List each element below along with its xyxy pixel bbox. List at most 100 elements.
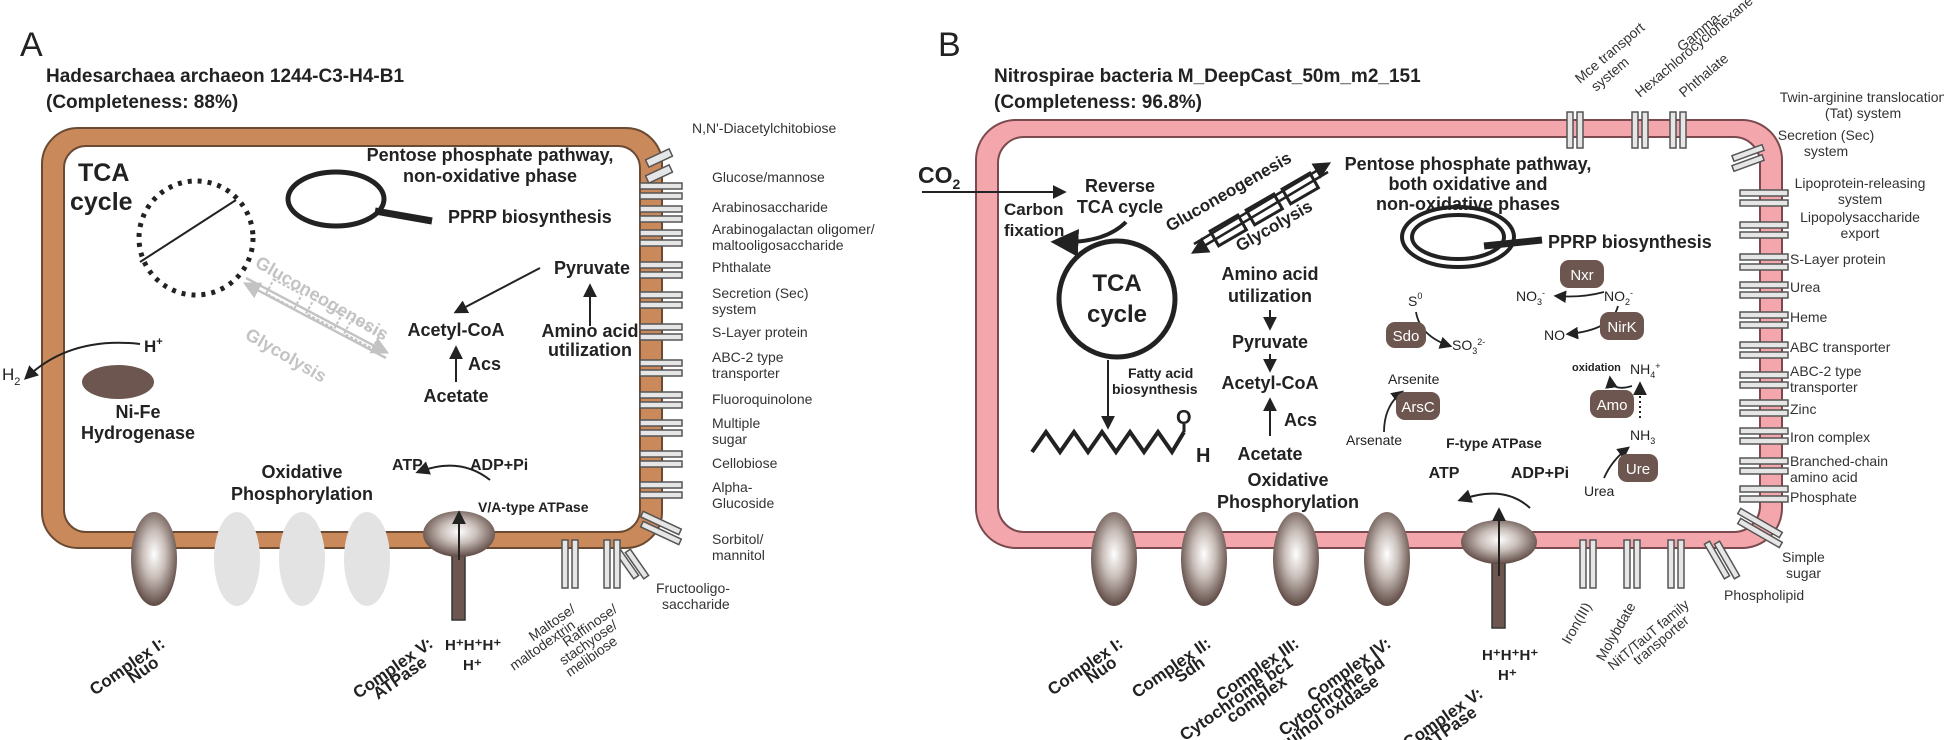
fatty-acid-label-b: Fatty acid <box>1128 365 1193 381</box>
panel-b-letter: B <box>938 26 961 64</box>
complex-grey-2-a <box>279 512 325 606</box>
oxphos-label-b: Oxidative <box>1247 470 1328 490</box>
carbon-fixation-label-b-2: fixation <box>1004 221 1064 240</box>
amo-label: Amo <box>1597 397 1628 414</box>
complex-ii-b <box>1181 512 1227 606</box>
svg-text:Secretion (Sec): Secretion (Sec) <box>712 285 808 301</box>
arsenate-label: Arsenate <box>1346 432 1402 448</box>
amino-acid-label-a: Amino acid <box>541 321 638 341</box>
proton-single-a: H⁺ <box>463 657 482 674</box>
rtca-label-b: Reverse <box>1085 176 1155 196</box>
svg-text:Iron complex: Iron complex <box>1790 429 1870 445</box>
glycolysis-b <box>1190 162 1332 254</box>
svg-text:Heme: Heme <box>1790 309 1828 325</box>
acetyl-coa-label-a: Acetyl-CoA <box>407 320 504 340</box>
right-transporter-labels-b: Twin-arginine translocation (Tat) system… <box>1724 89 1944 603</box>
adp-label-a: ADP+Pi <box>470 457 528 474</box>
svg-text:system: system <box>1804 143 1848 159</box>
pyruvate-label-a: Pyruvate <box>554 258 630 278</box>
svg-text:Arabinogalactan oligomer/: Arabinogalactan oligomer/ <box>712 221 875 237</box>
amino-acid-label-a-2: utilization <box>548 340 632 360</box>
svg-text:S-Layer protein: S-Layer protein <box>1790 251 1886 267</box>
svg-text:system: system <box>712 301 756 317</box>
ftype-label-b: F-type ATPase <box>1446 435 1542 451</box>
right-transporters-a <box>614 147 683 580</box>
svg-text:saccharide: saccharide <box>662 596 730 612</box>
panel-b: B Nitrospirae bacteria M_DeepCast_50m_m2… <box>918 0 1944 740</box>
no-label: NO <box>1544 327 1565 343</box>
amino-acid-label-b: Amino acid <box>1221 264 1318 284</box>
tca-label-a: TCA <box>78 159 129 187</box>
svg-text:Glucoside: Glucoside <box>712 495 774 511</box>
svg-text:Phthalate: Phthalate <box>712 259 771 275</box>
no2-label: NO2- <box>1604 288 1633 307</box>
svg-text:Lipopolysaccharide: Lipopolysaccharide <box>1800 209 1920 225</box>
sdo-enzyme <box>1386 322 1426 348</box>
svg-text:Simple: Simple <box>1782 549 1825 565</box>
atpase-type-label-a: V/A-type ATPase <box>478 499 589 515</box>
panel-a: A Hadesarchaea archaeon 1244-C3-H4-B1 (C… <box>2 26 875 703</box>
tca-cycle-a <box>136 178 256 298</box>
ppp-label-a-2: non-oxidative phase <box>403 166 577 186</box>
ure-enzyme <box>1618 454 1658 482</box>
ppp-label-a: Pentose phosphate pathway, <box>367 145 614 165</box>
tca-cycle-b <box>1056 238 1178 360</box>
no3-label: NO3- <box>1516 288 1545 307</box>
h-plus-label-a: H+ <box>144 336 163 356</box>
acs-label-a: Acs <box>468 354 501 374</box>
svg-text:sugar: sugar <box>1786 565 1821 581</box>
ppp-label-b-3: non-oxidative phases <box>1376 194 1560 214</box>
complex-grey-1-a <box>214 512 260 606</box>
h2-label-a: H2 <box>2 365 20 388</box>
complex-grey-3-a <box>344 512 390 606</box>
panel-a-title: Hadesarchaea archaeon 1244-C3-H4-B1 <box>46 66 404 87</box>
top-transporters-b <box>1566 111 1687 149</box>
svg-text:export: export <box>1841 225 1880 241</box>
hydrogenase-label-a-2: Hydrogenase <box>81 423 195 443</box>
fatty-acid-chain-b <box>1030 428 1186 456</box>
panel-a-completeness: (Completeness: 88%) <box>46 92 238 113</box>
carbon-fixation-label-b: Carbon <box>1004 200 1064 219</box>
adp-label-b: ADP+Pi <box>1511 465 1569 482</box>
nh3-label: NH3 <box>1630 427 1655 446</box>
hydrogenase-enzyme-a <box>82 365 154 399</box>
svg-text:Zinc: Zinc <box>1790 401 1816 417</box>
svg-text:mannitol: mannitol <box>712 547 765 563</box>
panel-a-letter: A <box>20 26 43 64</box>
ure-label: Ure <box>1626 461 1650 478</box>
svg-text:transporter: transporter <box>1790 379 1858 395</box>
svg-text:ABC transporter: ABC transporter <box>1790 339 1891 355</box>
ppp-label-b: Pentose phosphate pathway, <box>1345 154 1592 174</box>
ppp-label-b-2: both oxidative and <box>1388 174 1547 194</box>
protons-b: H⁺H⁺H⁺ <box>1482 647 1538 664</box>
svg-text:Fluoroquinolone: Fluoroquinolone <box>712 391 813 407</box>
acetate-label-b: Acetate <box>1237 444 1302 464</box>
rtca-arrow-b <box>1050 220 1128 257</box>
svg-text:Arabinosaccharide: Arabinosaccharide <box>712 199 828 215</box>
urea-metabolite-label: Urea <box>1584 483 1615 499</box>
svg-text:(Tat) system: (Tat) system <box>1825 105 1901 121</box>
svg-text:Alpha-: Alpha- <box>712 479 753 495</box>
s0-label: S0 <box>1408 291 1422 309</box>
svg-text:ABC-2 type: ABC-2 type <box>1790 363 1862 379</box>
svg-text:maltooligosaccharide: maltooligosaccharide <box>712 237 844 253</box>
top-transporter-labels-b: Mce transport system Gamma- Hexachlorocy… <box>1572 0 1756 100</box>
nxr-enzyme <box>1560 260 1604 288</box>
svg-text:N,N'-Diacetylchitobiose: N,N'-Diacetylchitobiose <box>692 120 836 136</box>
pprp-branch-a <box>374 207 433 225</box>
right-transporter-labels-a: N,N'-Diacetylchitobiose Glucose/mannose … <box>656 120 875 612</box>
oxphos-label-a-2: Phosphorylation <box>231 484 373 504</box>
svg-text:transporter: transporter <box>712 365 780 381</box>
acs-label-b: Acs <box>1284 410 1317 430</box>
ppp-circle-a <box>285 169 387 229</box>
svg-text:Phospholipid: Phospholipid <box>1724 587 1804 603</box>
acetate-label-a: Acetate <box>423 386 488 406</box>
nxr-label: Nxr <box>1570 267 1593 284</box>
svg-text:system: system <box>1838 191 1882 207</box>
amino-acid-label-b-2: utilization <box>1228 286 1312 306</box>
acetyl-coa-label-b: Acetyl-CoA <box>1221 373 1318 393</box>
svg-text:Fructooligo-: Fructooligo- <box>656 580 730 596</box>
sdo-label: Sdo <box>1393 328 1420 345</box>
pyruvate-label-b: Pyruvate <box>1232 332 1308 352</box>
svg-text:Branched-chain: Branched-chain <box>1790 453 1888 469</box>
